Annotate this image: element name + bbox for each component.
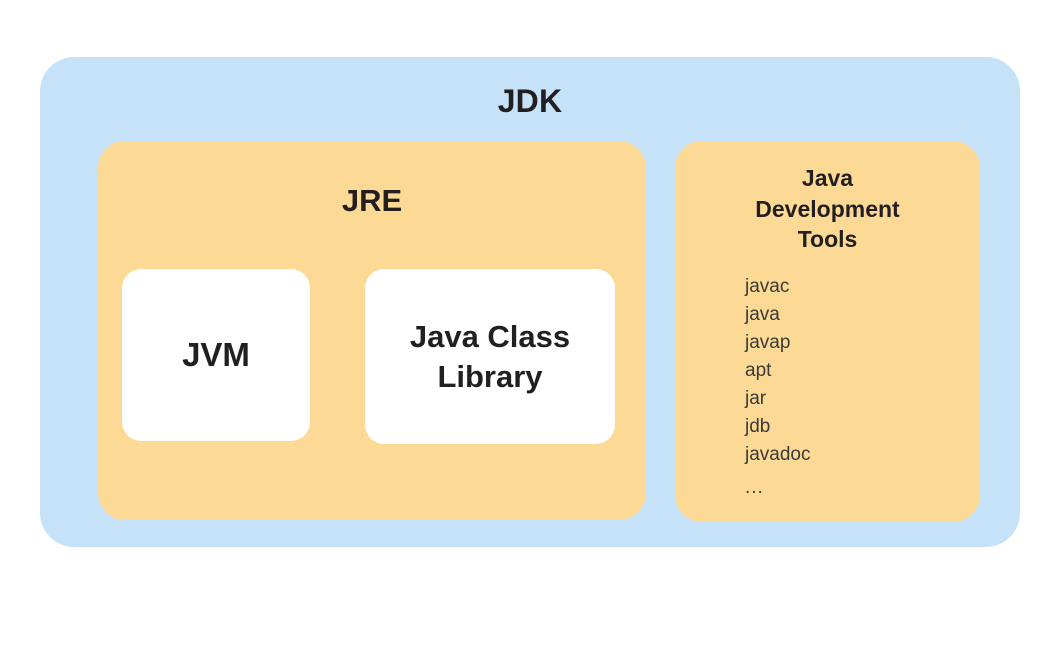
java-development-tools-title: Java Development Tools [755, 165, 900, 253]
list-item: jdb [745, 416, 771, 437]
java-development-tools-container: Java Development Tools javac java javap … [675, 141, 980, 522]
list-item-ellipsis: ... [745, 477, 764, 498]
jvm-box: JVM [122, 269, 310, 441]
list-item: java [745, 304, 780, 325]
jre-title: JRE [341, 183, 403, 218]
java-class-library-box: Java Class Library [365, 269, 615, 444]
list-item: javadoc [745, 444, 811, 465]
jre-container: JRE JVM Java Class Library [98, 141, 646, 520]
jvm-label: JVM [182, 336, 250, 374]
list-item: javac [745, 276, 790, 297]
jdk-container: JDK JRE JVM Java Class Library Java Deve… [40, 57, 1020, 547]
list-item: jar [745, 388, 767, 409]
jdk-title: JDK [497, 83, 563, 119]
list-item: apt [745, 360, 772, 381]
java-class-library-label: Java Class Library [409, 319, 571, 394]
java-development-tools-list: javac java javap apt jar jdb javadoc ... [745, 273, 811, 502]
list-item: javap [745, 332, 791, 353]
